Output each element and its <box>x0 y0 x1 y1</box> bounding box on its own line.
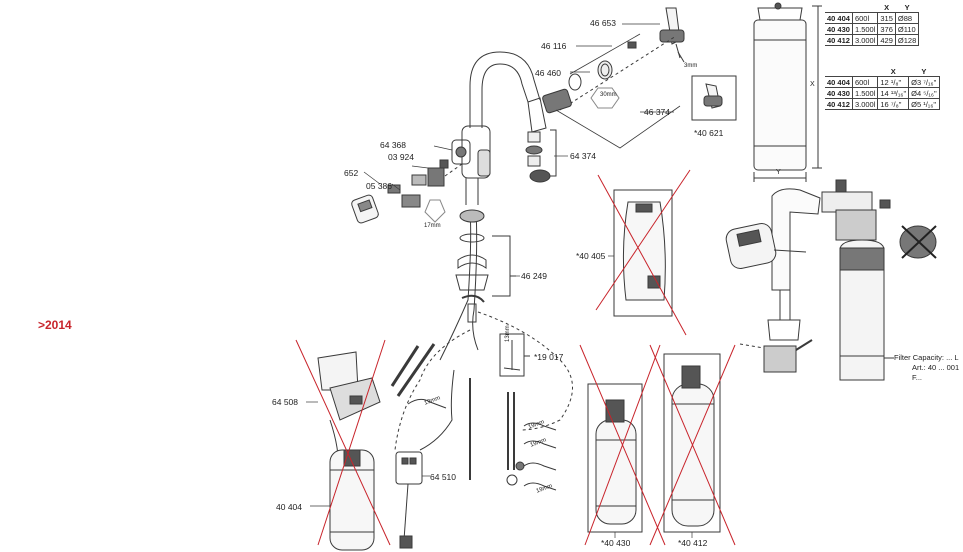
spec-metric-h1 <box>852 2 877 13</box>
filter-dimension-drawing <box>753 2 822 182</box>
part-label-40430: *40 430 <box>601 538 631 548</box>
spec-cell: 3.000l <box>851 34 879 46</box>
spec-imperial-h2: X <box>890 66 896 76</box>
spec-cell: 376 <box>877 23 896 35</box>
spec-cell: 40 412 <box>825 98 853 110</box>
spec-cell: 40 430 <box>825 87 853 99</box>
spec-table-metric: X Y 40 404 600l 315 Ø88 40 430 1.500l 37… <box>825 2 920 46</box>
part-label-46249: 46 249 <box>521 271 547 281</box>
part-label-64508: 64 508 <box>272 397 298 407</box>
hoses <box>394 209 573 451</box>
part-label-46653: 46 653 <box>590 18 616 28</box>
spec-cell: 3.000l <box>851 98 879 110</box>
table-row: 40 412 3.000l 429 Ø128 <box>825 34 920 46</box>
spec-cell: 16 ⁷/₈" <box>877 98 910 110</box>
spec-cell: Ø4 ⁵/₁₆" <box>908 87 940 99</box>
installed-filter-assembly <box>725 179 937 381</box>
spec-cell: 429 <box>877 34 896 46</box>
spec-cell: Ø128 <box>894 34 920 46</box>
spec-cell: 12 ¹/₈" <box>877 76 910 88</box>
table-row: 40 404 600l 12 ¹/₈" Ø3 ⁷/₁₆" <box>825 76 940 88</box>
table-row: 40 430 1.500l 14 ¹³/₁₆" Ø4 ⁵/₁₆" <box>825 87 940 99</box>
spec-cell: 14 ¹³/₁₆" <box>877 87 910 99</box>
handle-40621-box <box>691 75 737 121</box>
dim-13mm: 13mm <box>505 325 511 342</box>
spec-imperial-h0 <box>825 66 852 77</box>
spec-cell: 315 <box>877 12 896 24</box>
dim-30mm: 30mm <box>600 92 617 98</box>
spec-cell: 40 412 <box>825 34 853 46</box>
part-label-40404: 40 404 <box>276 502 302 512</box>
electronic-module-64510 <box>395 369 455 549</box>
handle-assembly <box>542 7 685 149</box>
part-label-19017: *19 017 <box>534 352 564 362</box>
spec-metric-h0 <box>825 2 852 13</box>
bolts-and-wrenches <box>390 343 557 491</box>
filter-40405-box <box>613 189 673 317</box>
part-label-40405: *40 405 <box>576 251 606 261</box>
spec-imperial-h3: Y <box>921 66 927 76</box>
part-label-46116: 46 116 <box>541 41 567 51</box>
filter-note-line1: Filter Capacity: ... L <box>894 353 959 362</box>
spec-cell: Ø88 <box>894 12 920 24</box>
table-row: 40 404 600l 315 Ø88 <box>825 12 920 24</box>
mounting-set <box>455 209 516 323</box>
table-row: 40 430 1.500l 376 Ø110 <box>825 23 920 35</box>
rod-box-19017 <box>499 333 530 377</box>
spec-cell: 40 430 <box>825 23 853 35</box>
dim-axis-x: X <box>810 81 815 88</box>
spray-head-parts <box>525 129 557 183</box>
spec-cell: 40 404 <box>825 12 853 24</box>
spec-cell: 600l <box>851 76 879 88</box>
spec-imperial-h1 <box>852 66 877 77</box>
spec-cell: Ø3 ⁷/₁₆" <box>908 76 940 88</box>
part-label-46460: 46 460 <box>535 68 561 78</box>
spec-cell: 40 404 <box>825 76 853 88</box>
filter-note-line3: F... <box>912 373 923 382</box>
part-label-46374: 46 374 <box>644 107 670 117</box>
spec-cell: 600l <box>851 12 879 24</box>
spec-cell: Ø5 ¹/₁₆" <box>908 98 940 110</box>
table-row: 40 412 3.000l 16 ⁷/₈" Ø5 ¹/₁₆" <box>825 98 940 110</box>
leader-lines <box>306 23 693 538</box>
part-label-40621: *40 621 <box>694 128 724 138</box>
region-label: >2014 <box>38 318 72 332</box>
crossed-out-marks <box>295 169 736 546</box>
spec-table-imperial: X Y 40 404 600l 12 ¹/₈" Ø3 ⁷/₁₆" 40 430 … <box>825 66 940 110</box>
faucet-body <box>451 125 491 205</box>
part-label-64510: 64 510 <box>430 472 456 482</box>
faucet-spout <box>469 51 547 133</box>
dim-3mm: 3mm <box>684 63 698 69</box>
filter-40430-box <box>587 383 643 533</box>
part-label-40412: *40 412 <box>678 538 708 548</box>
spec-metric-h2: X <box>884 2 890 12</box>
spec-cell: 1.500l <box>851 23 879 35</box>
part-label-64368: 64 368 <box>380 140 406 150</box>
part-label-05386: 05 386 <box>366 181 392 191</box>
spec-metric-h3: Y <box>904 2 910 12</box>
part-label-03924: 03 924 <box>388 152 414 162</box>
dim-axis-y: Y <box>776 169 781 176</box>
part-label-652: 652 <box>344 168 359 178</box>
spec-cell: 1.500l <box>851 87 879 99</box>
filter-note-line2: Art.: 40 ... 001 <box>912 363 960 372</box>
valve-parts-left <box>351 159 463 224</box>
dim-17mm: 17mm <box>424 223 441 229</box>
part-label-64374: 64 374 <box>570 151 596 161</box>
spec-cell: Ø110 <box>894 23 920 35</box>
